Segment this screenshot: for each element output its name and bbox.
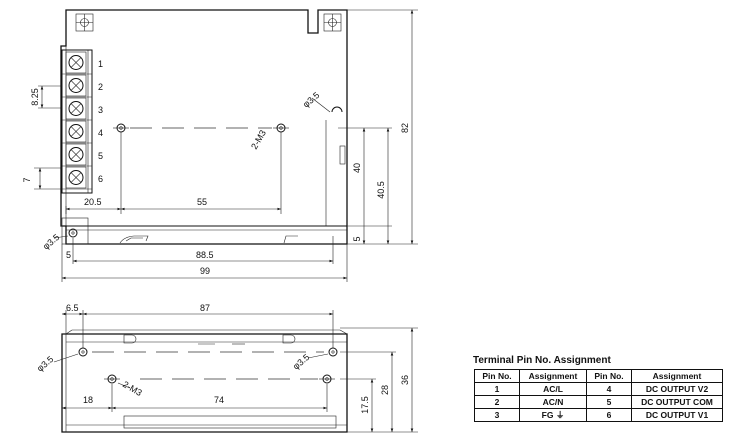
dim-side-height-17-5: 17.5 [360,396,370,414]
dim-bottom-5: 5 [352,236,362,241]
dim-side-hole-span: 87 [200,303,210,313]
table-row: 2 AC/N 5 DC OUTPUT COM [474,395,723,409]
dim-hole-spacing: 55 [197,197,207,207]
dim-side-bottom-span: 74 [214,395,224,405]
header-assignment: Assignment [631,369,723,383]
header-pin-no: Pin No. [586,369,632,383]
dim-terminal-width: 7 [22,177,32,182]
table-cell: DC OUTPUT V2 [631,382,723,396]
dim-overall-length: 99 [200,266,210,276]
table-cell: FG ⏚ [519,408,587,422]
pin-assignment-table: Pin No. Assignment Pin No. Assignment 1 … [474,369,723,422]
side-m3-hole-right [319,374,335,384]
table-row: 3 FG ⏚ 6 DC OUTPUT V1 [474,408,723,422]
terminal-screw [62,51,92,75]
side-m3-hole-left [104,374,120,384]
terminal-number: 5 [98,151,103,161]
dim-side-overall-height: 36 [400,375,410,385]
top-view: 1 2 3 4 5 6 8.25 7 20.5 [22,9,418,282]
terminal-number: 1 [98,59,103,69]
dim-left-offset: 20.5 [84,197,102,207]
dim-side-height-28: 28 [380,385,390,395]
dim-overall-height: 82 [400,123,410,133]
header-assignment: Assignment [519,369,587,383]
table-cell: AC/N [519,395,587,409]
terminal-block [61,49,93,194]
pin-table-title: Terminal Pin No. Assignment [473,355,611,366]
dim-side-bottom-left: 18 [83,395,93,405]
terminal-number: 4 [98,128,103,138]
table-cell: AC/L [519,382,587,396]
mount-hole-m3 [113,123,129,133]
label-side-hole-right: φ3.5 [291,352,311,371]
side-view-outline [61,333,348,433]
table-cell: 5 [586,395,632,409]
table-cell: 4 [586,382,632,396]
terminal-screw [62,143,92,167]
dim-hole-pitch-x: 88.5 [196,250,214,260]
terminal-screw [62,120,92,144]
terminal-screw [62,97,92,121]
table-row: 1 AC/L 4 DC OUTPUT V2 [474,382,723,396]
label-side-mount-hole: 2-M3 [121,379,144,398]
terminal-number: 6 [98,174,103,184]
table-cell: DC OUTPUT V1 [631,408,723,422]
dim-height-40: 40 [352,163,362,173]
table-cell: 3 [474,408,520,422]
dim-terminal-pitch: 8.25 [30,88,40,106]
table-cell: 6 [586,408,632,422]
dim-side-left-offset: 6.5 [66,303,79,313]
label-mount-hole: 2-M3 [249,128,268,151]
dim-hole-edge: 5 [66,250,71,260]
terminal-number: 3 [98,105,103,115]
side-view: φ3.5 φ3.5 2-M3 6.5 87 18 [35,303,418,433]
label-hole-dia-top: φ3.5 [301,90,321,109]
terminal-number: 2 [98,82,103,92]
corner-mark-left [75,13,94,32]
mount-hole-m3 [273,123,289,133]
header-pin-no: Pin No. [474,369,520,383]
flange-hole [61,217,89,245]
label-hole-dia-bottom: φ3.5 [41,232,61,251]
table-cell: DC OUTPUT COM [631,395,723,409]
table-cell: 2 [474,395,520,409]
terminal-screw [62,166,92,190]
table-header-row: Pin No. Assignment Pin No. Assignment [474,369,723,383]
label-side-hole-left: φ3.5 [35,354,55,373]
dim-height-40-5: 40.5 [376,181,386,199]
corner-mark-right [323,13,342,32]
table-cell: 1 [474,382,520,396]
side-hole-right [328,347,338,357]
terminal-screw [62,74,92,98]
side-hole-left [78,347,88,357]
